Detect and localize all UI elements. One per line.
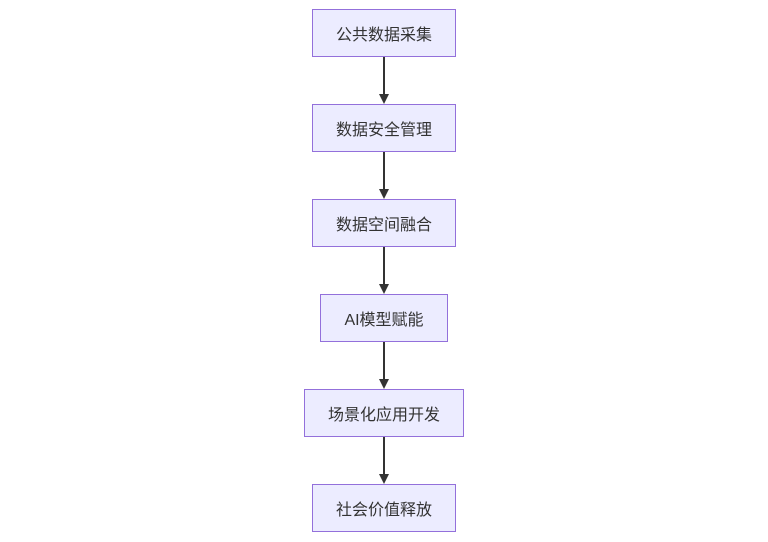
- flow-node-ai-model-empowerment: AI模型赋能: [320, 294, 448, 342]
- arrowhead-down-icon: [379, 94, 389, 104]
- flow-node-data-space-fusion: 数据空间融合: [311, 199, 456, 247]
- flow-node-label: 公共数据采集: [335, 27, 432, 44]
- flow-arrow: [379, 57, 389, 104]
- arrowhead-down-icon: [379, 189, 389, 199]
- flow-node-label: 数据空间融合: [335, 217, 432, 234]
- flow-node-label: 场景化应用开发: [327, 407, 440, 424]
- flow-node-data-security-management: 数据安全管理: [311, 104, 456, 152]
- arrow-line: [383, 247, 385, 284]
- flow-arrow: [379, 437, 389, 484]
- flow-node-label: 社会价值释放: [335, 502, 432, 519]
- flow-arrow: [379, 247, 389, 294]
- arrow-line: [383, 152, 385, 189]
- flow-node-label: 数据安全管理: [335, 122, 432, 139]
- arrowhead-down-icon: [379, 284, 389, 294]
- flow-node-social-value-release: 社会价值释放: [311, 484, 456, 532]
- arrow-line: [383, 57, 385, 94]
- arrow-line: [383, 437, 385, 474]
- arrow-line: [383, 342, 385, 379]
- flow-node-scenario-app-development: 场景化应用开发: [303, 389, 464, 437]
- flow-arrow: [379, 342, 389, 389]
- arrowhead-down-icon: [379, 474, 389, 484]
- flow-arrow: [379, 152, 389, 199]
- arrowhead-down-icon: [379, 379, 389, 389]
- flow-node-label: AI模型赋能: [344, 312, 424, 329]
- flow-node-public-data-collection: 公共数据采集: [311, 9, 456, 57]
